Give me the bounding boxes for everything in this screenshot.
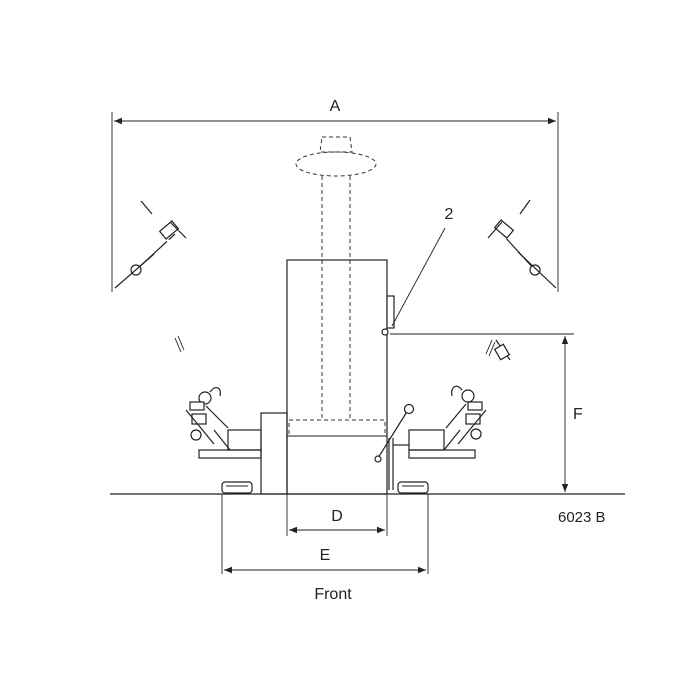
- dimension-a-label: A: [330, 98, 341, 115]
- callout-2-label: 2: [445, 206, 454, 223]
- figure-code: 6023 B: [558, 509, 606, 526]
- dimension-a: A: [111, 98, 559, 292]
- front-label: Front: [314, 586, 352, 603]
- dimension-f-label: F: [573, 406, 583, 423]
- main-body: [286, 259, 388, 495]
- dimension-e-label: E: [320, 547, 331, 564]
- right-arm: [443, 199, 557, 451]
- left-arm: [114, 200, 231, 451]
- dimension-d: D: [286, 494, 388, 536]
- indicator-item-2: 2: [381, 206, 454, 336]
- center-post-hidden: [295, 136, 377, 420]
- left-base: [198, 429, 262, 494]
- left-bracket-box: [260, 412, 288, 495]
- right-base: [393, 429, 476, 494]
- body-lower-section: [288, 419, 386, 437]
- lever-handle: [374, 403, 415, 490]
- dimension-e: E: [221, 494, 429, 574]
- dimension-d-label: D: [331, 508, 343, 525]
- dimension-f: F: [390, 333, 583, 492]
